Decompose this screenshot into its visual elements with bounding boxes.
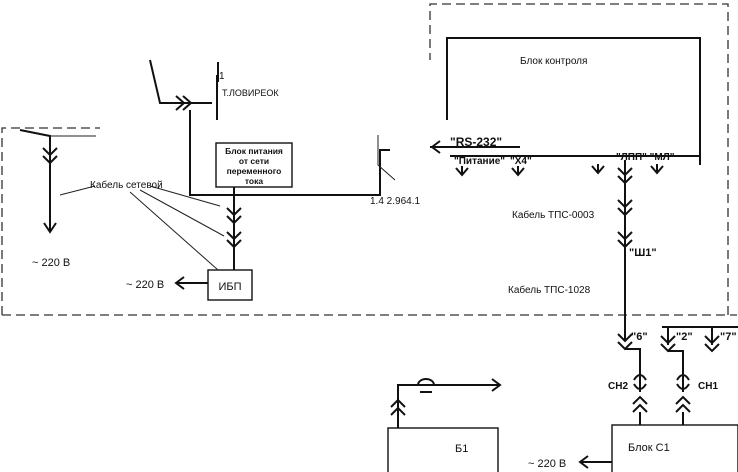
ups-output-arrow	[174, 276, 185, 290]
ups-input-connector	[226, 231, 242, 249]
right-port-labels: "ЛПП" "МЛ"	[616, 152, 675, 163]
trunk-connector-mid	[617, 199, 633, 217]
power-unit-line1: Блок питания	[225, 146, 283, 156]
left-feed-arrow	[43, 222, 57, 234]
ch1-label: СН1	[698, 381, 718, 392]
block-b1-label: Б1	[455, 443, 468, 455]
block-b1-coupler-icon	[417, 378, 435, 393]
mains-220-ups: ~ 220 В	[126, 279, 164, 291]
block-c1-box	[611, 424, 738, 472]
monitoring-block-label: Блок контроля	[520, 56, 587, 67]
power-unit-box	[215, 142, 293, 188]
cable-code-label: 1.4 2.964.1	[370, 196, 420, 207]
sh1-label: "Ш1"	[629, 247, 657, 259]
block-b1-feed	[397, 384, 500, 428]
rs232-arrow	[430, 140, 441, 154]
mains-220-left: ~ 220 В	[32, 257, 70, 269]
block1-number: 1	[219, 71, 225, 82]
monitoring-block-outline	[446, 37, 701, 165]
block1-input-arrow	[175, 95, 193, 111]
block-b1-connector	[390, 398, 406, 416]
sensor-ch2-icon	[632, 372, 648, 425]
sensor-ch1-icon	[675, 372, 691, 425]
incoming-line-block1	[149, 59, 212, 104]
dashed-enclosure	[1, 3, 737, 316]
x4-port-label: "Х4"	[510, 156, 532, 167]
cable-code-leader	[377, 135, 396, 181]
block-b1-box	[387, 427, 499, 472]
sh1-connector	[617, 231, 633, 249]
block-c1-label: Блок С1	[628, 442, 670, 454]
cable-leader-lines	[59, 185, 225, 271]
trunk-connector-top	[617, 167, 633, 185]
mains-220-bottom: ~ 220 В	[528, 458, 566, 470]
port-7-label: "7"	[720, 331, 737, 343]
power-port-label: "Питание"	[454, 156, 505, 167]
port-stubs	[455, 164, 664, 177]
block-b1-arrow	[491, 378, 502, 392]
network-cable-label: Кабель сетевой	[90, 179, 163, 191]
power-unit-line3: переменного	[227, 166, 282, 176]
cable-lower-label: Кабель ТПС-1028	[508, 284, 591, 296]
block1-title-fragment: Т.ЛОВИРЕОК	[222, 88, 279, 98]
cable-upper-label: Кабель ТПС-0003	[512, 209, 595, 221]
port-2-label: "2"	[676, 331, 693, 343]
rs232-label: "RS-232"	[450, 135, 502, 149]
connector-7	[704, 327, 720, 353]
left-feed-line	[19, 129, 51, 232]
power-unit-line2: от сети	[239, 156, 269, 166]
connector-6	[617, 333, 641, 372]
left-feed-connector	[42, 147, 58, 165]
ch2-label: СН2	[608, 381, 628, 392]
block-c1-mains-arrow	[578, 455, 589, 469]
port-6-label: "6"	[631, 331, 648, 343]
ups-label: ИБП	[218, 281, 241, 293]
power-unit-output-connector	[226, 207, 242, 225]
ups-box	[207, 269, 253, 301]
connector-2	[660, 327, 684, 372]
power-unit-line4: тока	[245, 176, 263, 186]
